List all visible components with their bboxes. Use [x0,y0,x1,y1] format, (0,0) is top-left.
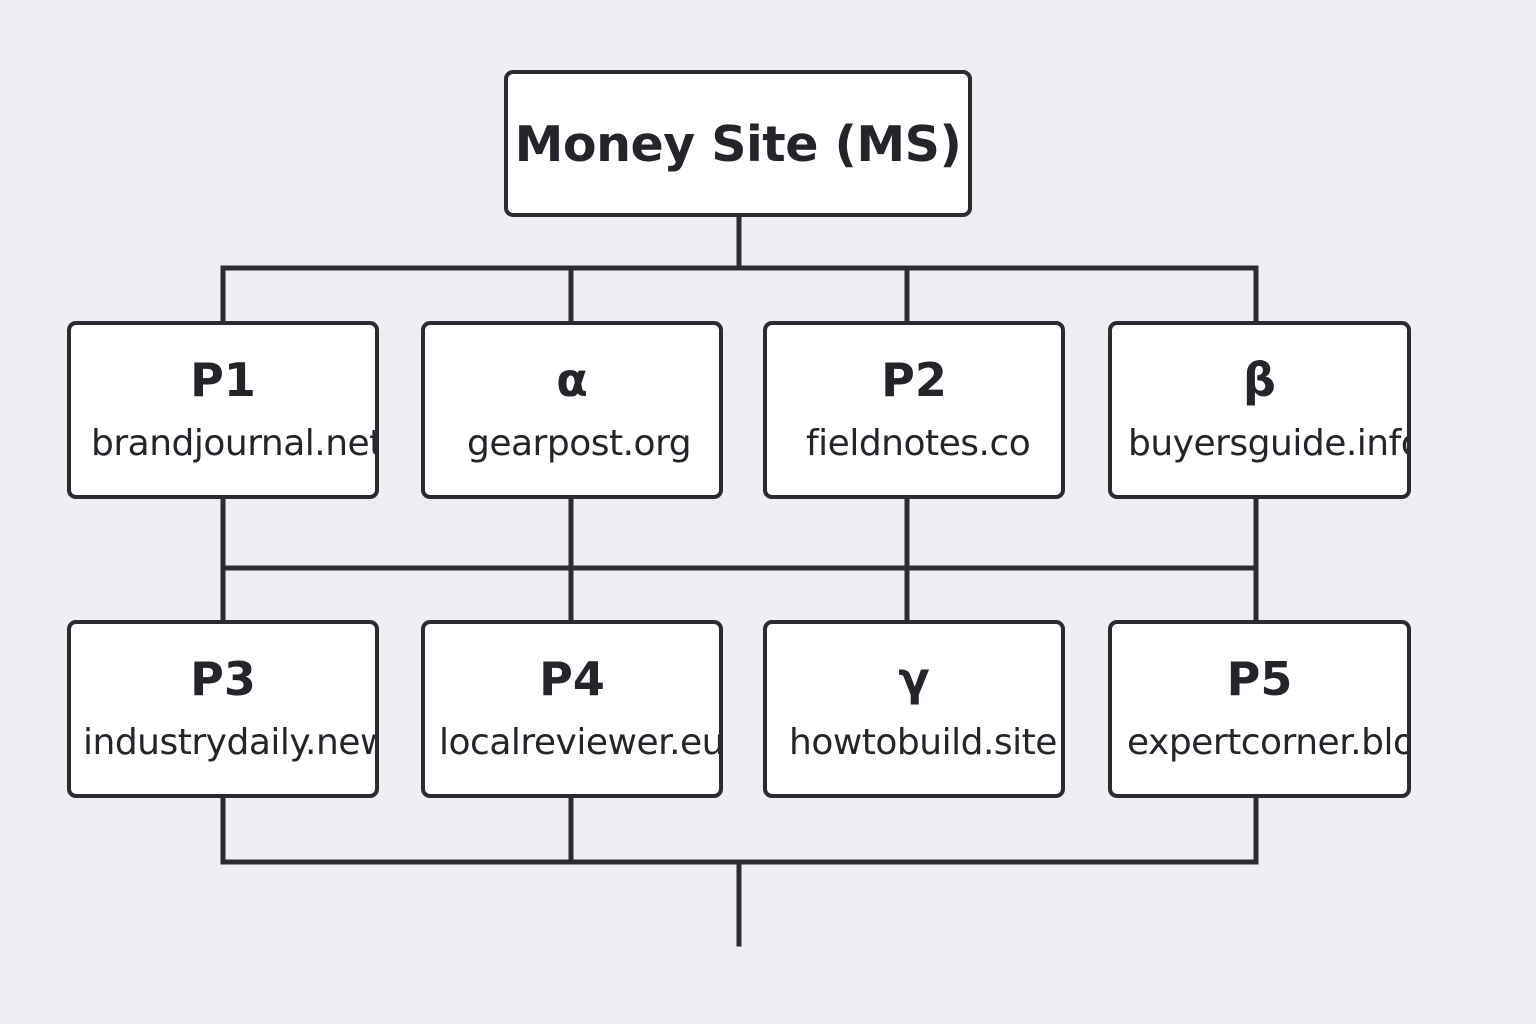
tier2-node-gamma: γ howtobuild.site [763,620,1065,798]
node-id: P5 [1226,652,1293,706]
node-id: P2 [881,353,947,407]
tier2-node-p4: P4 localreviewer.eu [421,620,723,798]
node-domain: fieldnotes.co [806,423,1031,464]
node-domain: industrydaily.news [83,722,379,763]
node-domain: expertcorner.blog [1127,722,1411,763]
node-id: P1 [190,353,256,407]
node-domain: buyersguide.info [1128,423,1411,464]
node-domain: localreviewer.eu [439,722,723,763]
tier1-node-p1: P1 brandjournal.net [67,321,379,499]
tier1-node-alpha: α gearpost.org [421,321,723,499]
node-id: P4 [539,652,605,706]
root-node-money-site: Money Site (MS) [504,70,972,217]
tier1-node-p2: P2 fieldnotes.co [763,321,1065,499]
node-id: α [556,353,588,407]
tier2-node-p3: P3 industrydaily.news [67,620,379,798]
node-id: β [1243,353,1276,407]
tier1-node-beta: β buyersguide.info [1108,321,1411,499]
tier2-node-p5: P5 expertcorner.blog [1108,620,1411,798]
node-domain: howtobuild.site [789,722,1057,763]
node-id: γ [898,652,930,706]
node-id: P3 [190,652,256,706]
node-domain: gearpost.org [467,423,692,464]
root-node-label: Money Site (MS) [514,116,962,173]
node-domain: brandjournal.net [91,423,379,464]
